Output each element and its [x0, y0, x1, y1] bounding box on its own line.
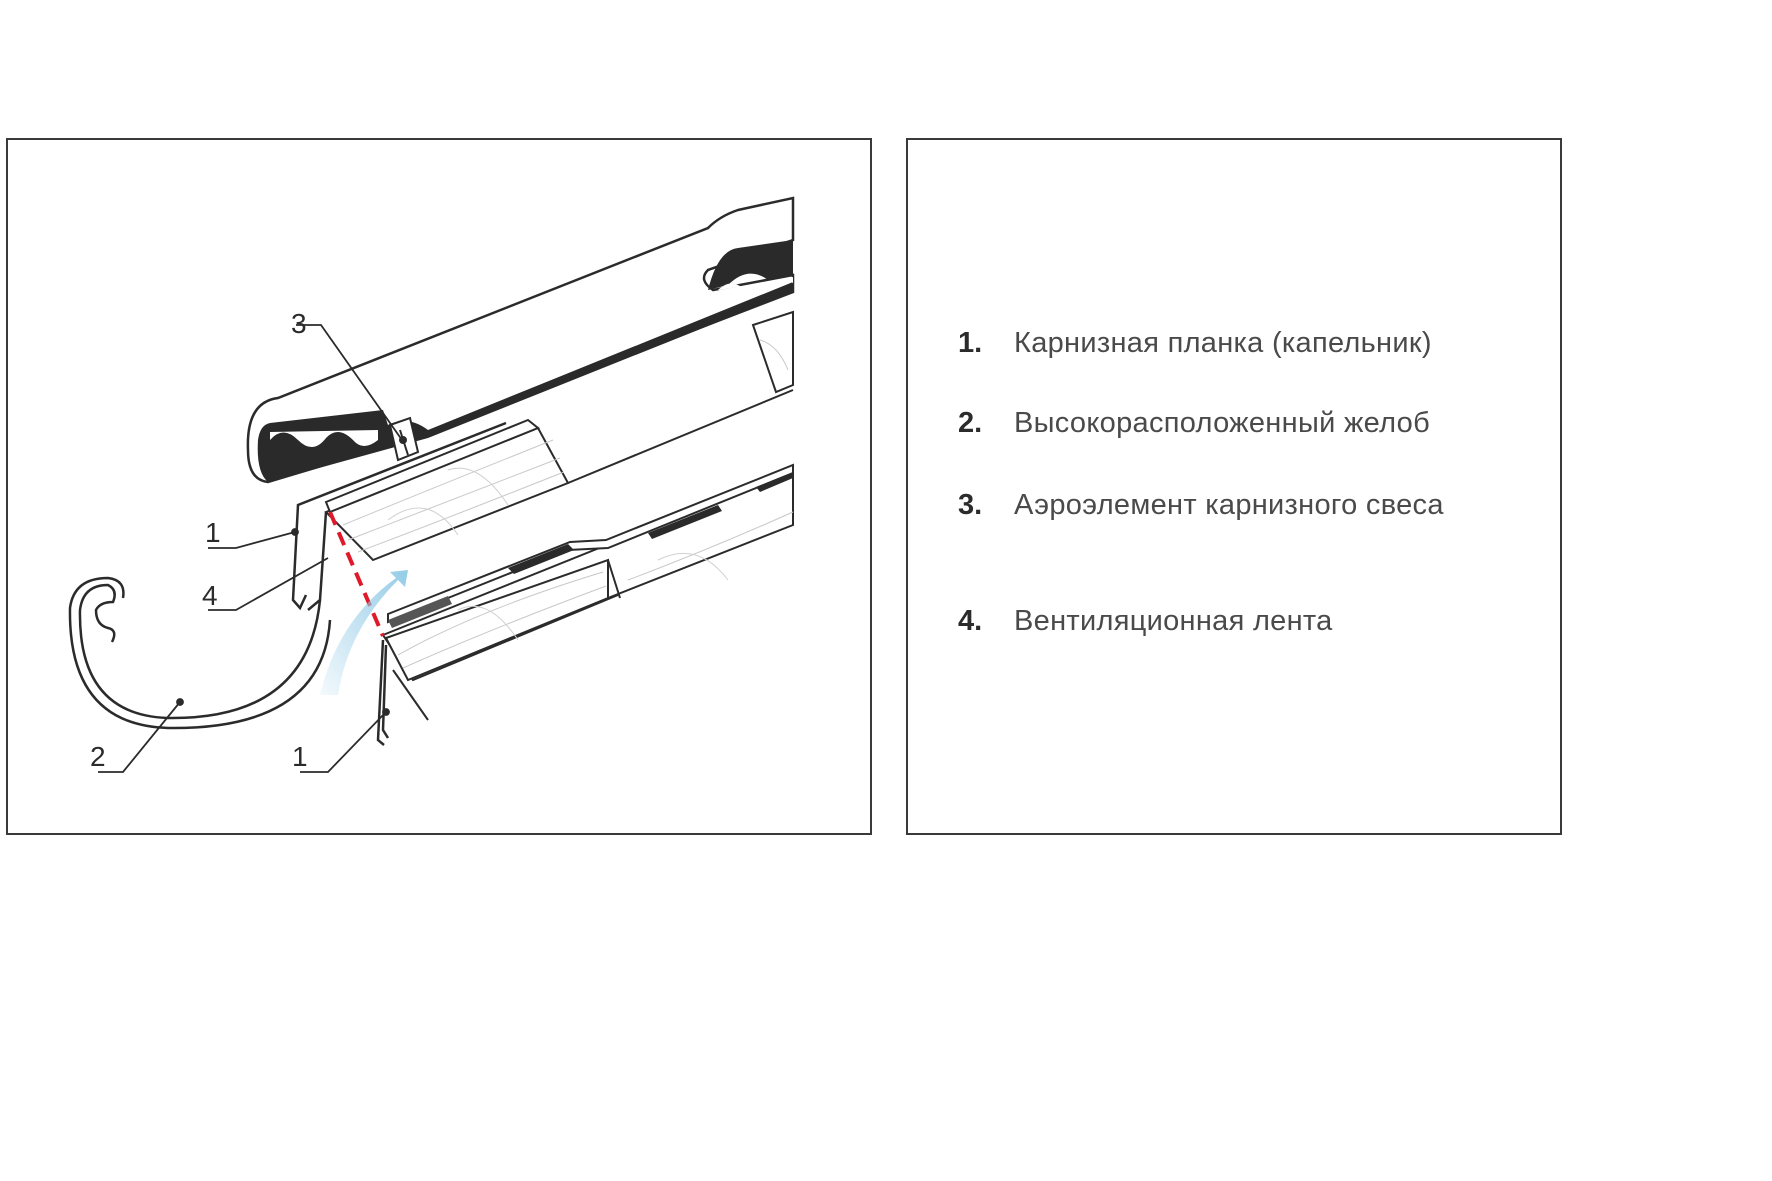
legend-item-number: 2.	[958, 407, 983, 439]
gutter	[68, 576, 332, 730]
eave-cross-section-diagram: 3 1 4 2 1	[68, 196, 795, 773]
legend-item: 3. Аэроэлемент карнизного свеса	[958, 487, 1444, 523]
drip-edge-lower	[376, 639, 390, 746]
underlay-membrane	[387, 463, 794, 628]
legend-item: 1. Карнизная планка (капельник)	[958, 325, 1432, 361]
callout-4: 4	[202, 580, 218, 611]
callout-leaders	[98, 324, 403, 773]
legend-item: 2. Высокорасположенный желоб	[958, 405, 1430, 441]
legend-item-number: 4.	[958, 605, 983, 637]
callout-1-upper: 1	[205, 517, 221, 548]
diagram-panel: 3 1 4 2 1	[6, 138, 872, 835]
tile-batten-board	[324, 418, 540, 514]
legend-item-text: Карнизная планка (капельник)	[1014, 327, 1432, 359]
callout-1-lower: 1	[292, 741, 308, 772]
legend-item: 4. Вентиляционная лента	[958, 603, 1333, 639]
legend-item-text: Аэроэлемент карнизного свеса	[1014, 489, 1444, 521]
legend-item-number: 1.	[958, 327, 983, 359]
upper-batten	[567, 310, 794, 484]
airflow-arrow-icon	[320, 570, 408, 695]
callout-2: 2	[90, 741, 106, 772]
legend-item-text: Высокорасположенный желоб	[1014, 407, 1430, 439]
legend-panel: 1. Карнизная планка (капельник) 2. Высок…	[906, 138, 1562, 835]
legend-item-number: 3.	[958, 489, 983, 521]
ventilation-tape	[328, 511, 385, 637]
legend-item-text: Вентиляционная лента	[1014, 605, 1333, 637]
aero-element	[388, 416, 420, 462]
callout-3: 3	[291, 308, 307, 339]
